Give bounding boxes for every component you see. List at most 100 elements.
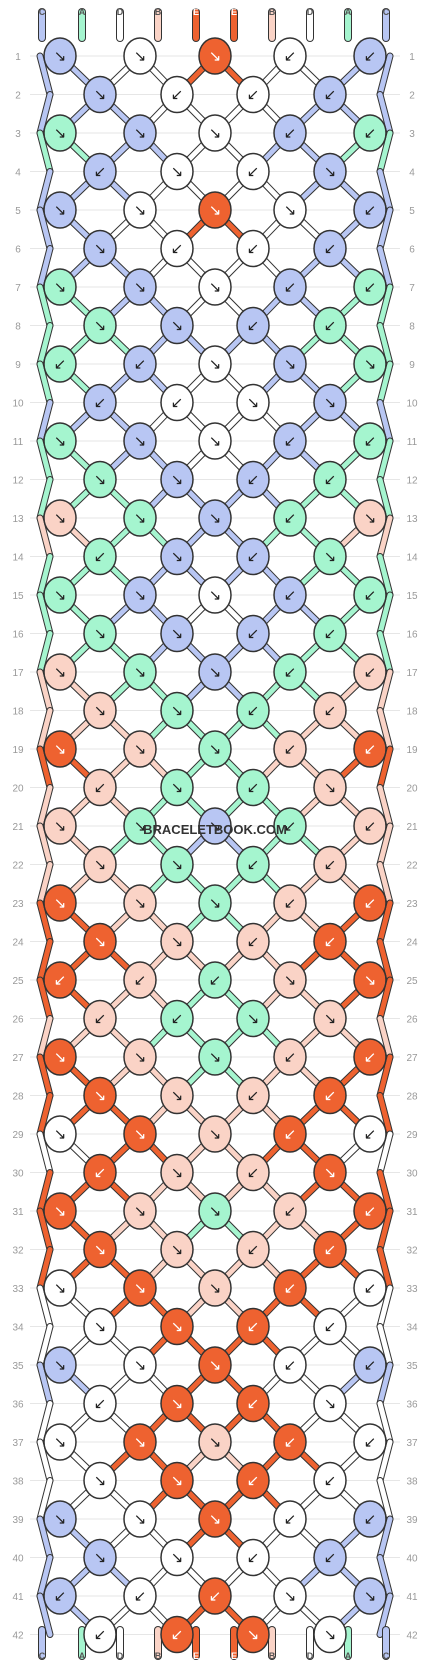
knot <box>273 37 307 75</box>
knot-arrow-icon: ↙ <box>324 1241 337 1259</box>
row-number-left: 38 <box>12 1477 24 1488</box>
knot-arrow-icon: ↘ <box>209 663 222 681</box>
knot-arrow-icon: ↙ <box>54 971 67 989</box>
edge-strand-segment <box>377 631 393 675</box>
edge-strand-segment <box>377 939 393 983</box>
knot <box>43 1500 77 1538</box>
knot <box>123 1038 157 1076</box>
knot-arrow-icon: ↘ <box>134 1356 147 1374</box>
top-strand-label: C <box>383 7 390 17</box>
knot <box>198 114 232 152</box>
knot <box>43 422 77 460</box>
knot <box>160 845 194 884</box>
edge-strand-segment <box>377 977 393 1021</box>
edge-strand-segment <box>377 1208 393 1252</box>
knot <box>160 383 194 422</box>
knot-arrow-icon: ↘ <box>54 1202 67 1220</box>
knot <box>83 1538 117 1577</box>
row-number-left: 17 <box>12 668 24 679</box>
knot-arrow-icon: ↘ <box>134 1125 147 1143</box>
knot-arrow-icon: ↙ <box>364 201 377 219</box>
row-number-left: 14 <box>12 553 24 564</box>
knot-arrow-icon: ↘ <box>134 894 147 912</box>
knot-arrow-icon: ↙ <box>324 933 337 951</box>
knot <box>43 37 77 75</box>
knot <box>236 306 270 345</box>
knot <box>236 768 270 807</box>
edge-strand-segment <box>377 1054 393 1098</box>
knot-arrow-icon: ↙ <box>171 1010 184 1028</box>
knot-arrow-icon: ↙ <box>364 1202 377 1220</box>
edge-strand-segment <box>37 785 53 829</box>
knot-arrow-icon: ↘ <box>54 1125 67 1143</box>
knot-arrow-icon: ↙ <box>364 1356 377 1374</box>
knot <box>353 1269 387 1307</box>
knot-arrow-icon: ↙ <box>364 47 377 65</box>
edge-strand-segment <box>37 400 53 444</box>
knot-arrow-icon: ↘ <box>54 432 67 450</box>
knot-arrow-icon: ↙ <box>247 163 260 181</box>
knot <box>236 152 270 191</box>
knot <box>353 499 387 537</box>
knot <box>198 1577 232 1615</box>
knot-arrow-icon: ↙ <box>247 1318 260 1336</box>
knot <box>273 345 307 383</box>
edge-strand-segment <box>37 1401 53 1445</box>
knot <box>83 1615 117 1654</box>
knot <box>353 114 387 152</box>
knot-arrow-icon: ↙ <box>94 1010 107 1028</box>
knot-arrow-icon: ↘ <box>54 894 67 912</box>
edge-strand-segment <box>377 1131 393 1175</box>
row-number-left: 27 <box>12 1053 24 1064</box>
row-number-right: 23 <box>406 899 418 910</box>
knot-arrow-icon: ↘ <box>171 1549 184 1567</box>
knot-arrow-icon: ↙ <box>284 1125 297 1143</box>
bottom-strand-label: A <box>79 1651 86 1661</box>
row-number-left: 8 <box>15 322 21 333</box>
edge-strand-segment <box>37 1516 53 1560</box>
knot <box>313 537 347 576</box>
knot <box>83 460 117 499</box>
knot <box>353 191 387 229</box>
edge-strand-segment <box>377 900 393 944</box>
row-number-right: 42 <box>406 1631 418 1642</box>
knot <box>273 807 307 845</box>
row-number-right: 25 <box>406 976 418 987</box>
knot <box>313 768 347 807</box>
knot-arrow-icon: ↘ <box>134 124 147 142</box>
knot <box>353 1577 387 1615</box>
edge-strand-segment <box>377 1478 393 1522</box>
knot <box>160 306 194 345</box>
knot-arrow-icon: ↘ <box>324 1010 337 1028</box>
knot-arrow-icon: ↙ <box>247 856 260 874</box>
knot-arrow-icon: ↘ <box>324 394 337 412</box>
edge-strand-segment <box>37 1208 53 1252</box>
knot-arrow-icon: ↙ <box>324 240 337 258</box>
knot <box>273 653 307 691</box>
row-number-left: 36 <box>12 1400 24 1411</box>
edge-strand-segment <box>37 207 53 251</box>
edge-strand-segment <box>37 1170 53 1214</box>
knot-arrow-icon: ↘ <box>324 1164 337 1182</box>
edge-strand-segment <box>377 438 393 482</box>
knot-arrow-icon: ↘ <box>54 201 67 219</box>
row-number-left: 40 <box>12 1554 24 1565</box>
knot-arrow-icon: ↘ <box>364 1587 377 1605</box>
edge-strand-segment <box>377 1593 393 1637</box>
knot-arrow-icon: ↘ <box>324 1626 337 1644</box>
knot <box>198 37 232 75</box>
knot <box>43 730 77 768</box>
knot-arrow-icon: ↙ <box>284 740 297 758</box>
edge-strand-segment <box>377 746 393 790</box>
knot-arrow-icon: ↘ <box>54 1279 67 1297</box>
edge-strand-segment <box>37 477 53 521</box>
knot-arrow-icon: ↘ <box>171 856 184 874</box>
knot <box>160 768 194 807</box>
knot-arrow-icon: ↙ <box>284 1048 297 1066</box>
knot-arrow-icon: ↙ <box>284 586 297 604</box>
knot <box>83 383 117 422</box>
knot-arrow-icon: ↙ <box>284 1279 297 1297</box>
knot-arrow-icon: ↘ <box>209 509 222 527</box>
bottom-strand-label: E <box>193 1651 199 1661</box>
